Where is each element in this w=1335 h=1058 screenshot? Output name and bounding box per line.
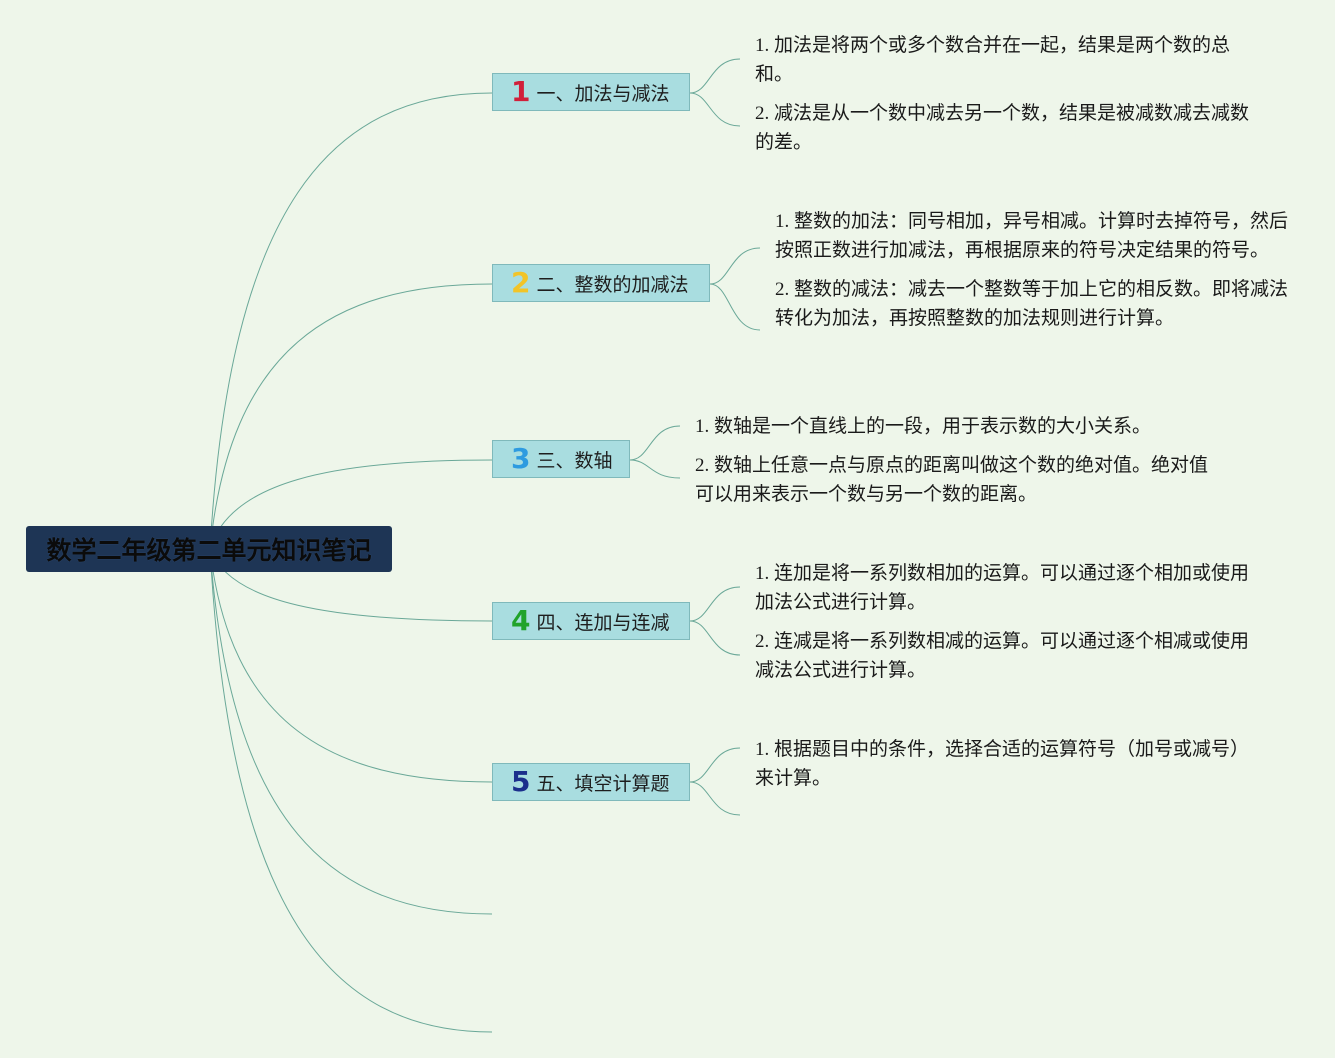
root-topic[interactable]: 数学二年级第二单元知识笔记 (26, 526, 392, 572)
note-3-1: 1. 数轴是一个直线上的一段，用于表示数的大小关系。 (695, 416, 1152, 437)
number-4-icon: 4 (511, 604, 531, 637)
connector-root-branch-3 (209, 459, 493, 550)
branch-3-notes: 1. 数轴是一个直线上的一段，用于表示数的大小关系。 2. 数轴上任意一点与原点… (695, 412, 1210, 519)
number-1-icon: 1 (511, 75, 531, 108)
branch-5-notes: 1. 根据题目中的条件，选择合适的运算符号（加号或减号）来计算。 (755, 735, 1245, 803)
bracket-branch-2-top (709, 247, 761, 285)
branch-1[interactable]: 1 一、加法与减法 (492, 73, 690, 111)
number-5-icon: 5 (511, 765, 531, 798)
branch-3[interactable]: 3 三、数轴 (492, 440, 630, 478)
note-1-2: 2. 减法是从一个数中减去另一个数，结果是被减数减去减数的差。 (755, 103, 1250, 153)
bracket-branch-2-bottom (709, 283, 761, 331)
branch-5[interactable]: 5 五、填空计算题 (492, 763, 690, 801)
branch-4-notes: 1. 连加是将一系列数相加的运算。可以通过逐个相加或使用加法公式进行计算。 2.… (755, 559, 1265, 695)
bracket-branch-4-bottom (689, 620, 741, 656)
number-3-icon: 3 (511, 442, 531, 475)
bracket-branch-3-bottom (629, 459, 681, 479)
bracket-branch-3-top (629, 425, 681, 461)
branch-4[interactable]: 4 四、连加与连减 (492, 602, 690, 640)
note-5-1: 1. 根据题目中的条件，选择合适的运算符号（加号或减号）来计算。 (755, 739, 1240, 789)
root-title: 数学二年级第二单元知识笔记 (46, 536, 372, 565)
bracket-branch-4-top (689, 586, 741, 622)
connector-root-branch-2 (209, 283, 493, 550)
branch-1-notes: 1. 加法是将两个或多个数合并在一起，结果是两个数的总和。 2. 减法是从一个数… (755, 31, 1265, 167)
branch-2-notes: 1. 整数的加法：同号相加，异号相减。计算时去掉符号，然后按照正数进行加减法，再… (775, 207, 1290, 343)
branch-3-label: 三、数轴 (536, 449, 613, 472)
branch-5-label: 五、填空计算题 (536, 772, 670, 795)
branch-2[interactable]: 2 二、整数的加减法 (492, 264, 710, 302)
number-2-icon: 2 (511, 266, 531, 299)
connector-root-branch-1 (209, 92, 493, 550)
branch-1-label: 一、加法与减法 (536, 82, 670, 105)
note-2-1: 1. 整数的加法：同号相加，异号相减。计算时去掉符号，然后按照正数进行加减法，再… (775, 211, 1289, 261)
note-3-2: 2. 数轴上任意一点与原点的距离叫做这个数的绝对值。绝对值可以用来表示一个数与另… (695, 455, 1209, 505)
note-4-1: 1. 连加是将一系列数相加的运算。可以通过逐个相加或使用加法公式进行计算。 (755, 563, 1250, 613)
note-4-2: 2. 连减是将一系列数相减的运算。可以通过逐个相减或使用减法公式进行计算。 (755, 631, 1250, 681)
bracket-branch-1-top (689, 58, 741, 94)
note-1-1: 1. 加法是将两个或多个数合并在一起，结果是两个数的总和。 (755, 35, 1231, 85)
branch-4-label: 四、连加与连减 (536, 611, 670, 634)
bracket-branch-5-bottom (689, 781, 741, 816)
bracket-branch-1-bottom (689, 92, 741, 127)
connector-root-empty-2 (209, 548, 493, 1033)
branch-2-label: 二、整数的加减法 (536, 273, 689, 296)
connector-root-branch-5 (209, 548, 493, 783)
note-2-2: 2. 整数的减法：减去一个整数等于加上它的相反数。即将减法转化为加法，再按照整数… (775, 279, 1289, 329)
connector-root-empty-1 (209, 548, 493, 915)
bracket-branch-5-top (689, 747, 741, 783)
